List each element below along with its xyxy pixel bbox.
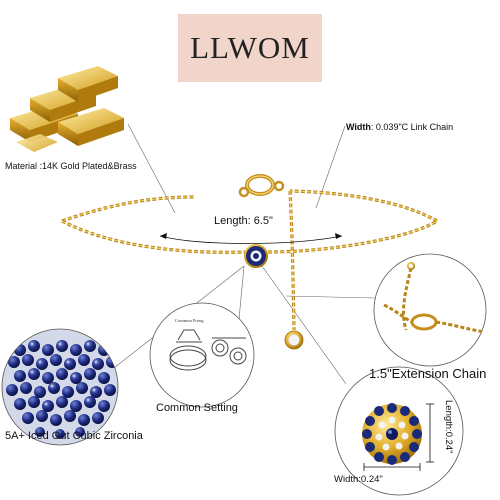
common-prong-text: Common Prong (175, 318, 204, 323)
common-setting-label: Common Setting (156, 402, 238, 414)
common-setting-photo: Common Prong (149, 302, 255, 408)
width-label: Width: 0.039"C Link Chain (346, 122, 453, 132)
extension-label: 1.5"Extension Chain (369, 366, 487, 381)
dimension-width-label: Width:0.24" (334, 474, 383, 485)
evil-eye-charm-icon (244, 244, 268, 268)
bracelet-chain (61, 174, 438, 350)
width-value: : 0.039"C Link Chain (370, 122, 454, 132)
extension-closeup (373, 253, 487, 367)
length-label: Length: 6.5" (214, 215, 273, 227)
brand-background (178, 14, 322, 82)
dimension-length-label: Length:0.24" (443, 400, 454, 454)
width-key: Width (346, 122, 371, 132)
gold-bars-icon (10, 66, 124, 152)
eye-charm-closeup (334, 366, 464, 496)
zirconia-label: 5A+ Iced Out Cubic Zirconia (5, 430, 143, 442)
material-label: Material :14K Gold Plated&Brass (5, 161, 137, 171)
material-value: 14K Gold Plated&Brass (42, 161, 137, 171)
brand-logo-text: LLWOM (190, 30, 310, 65)
material-key: Material : (5, 161, 43, 171)
zirconia-photo (1, 328, 119, 446)
